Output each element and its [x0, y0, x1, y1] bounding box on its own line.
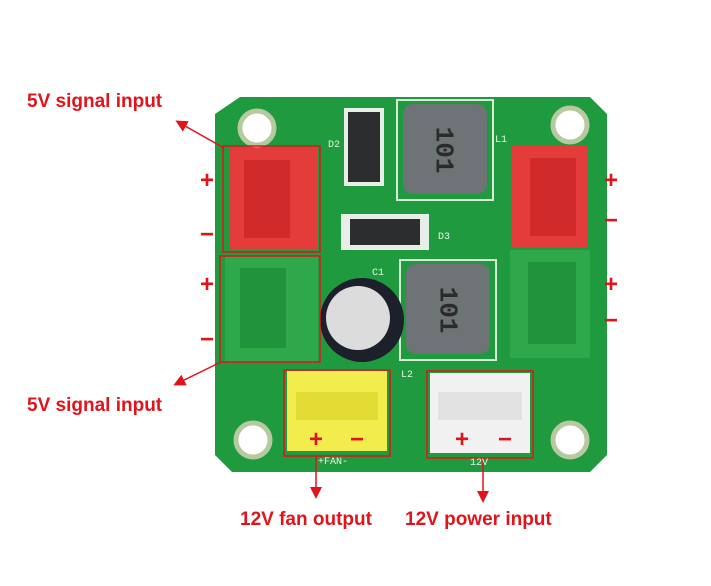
highlight-box: [283, 369, 391, 457]
highlight-box: [426, 370, 534, 459]
mount-hole: [237, 108, 277, 148]
silk-d3: D3: [438, 232, 451, 243]
label-12v-power-input: 12V power input: [405, 509, 552, 530]
silk-d2: D2: [328, 140, 341, 151]
silk-power: 12V: [470, 458, 489, 469]
silk-l1: L1: [495, 135, 508, 146]
inductor-l2: [406, 264, 490, 354]
minus-marker: −: [199, 326, 215, 353]
plus-marker: +: [199, 167, 215, 194]
mount-hole: [233, 420, 273, 460]
plus-marker: +: [603, 271, 619, 298]
arrow: [175, 120, 225, 149]
minus-marker: −: [349, 426, 365, 453]
plus-marker: +: [454, 426, 470, 453]
minus-marker: −: [199, 221, 215, 248]
silk-fan: +FAN-: [318, 457, 349, 468]
label-5v-signal-input-top: 5V signal input: [27, 91, 163, 112]
plus-marker: +: [308, 426, 324, 453]
inductor-marking: 101: [432, 286, 463, 334]
silk-l2: L2: [401, 370, 414, 381]
inductor-marking: 101: [428, 126, 459, 174]
label-12v-fan-output: 12V fan output: [240, 509, 372, 530]
highlight-box: [222, 145, 321, 253]
plus-marker: +: [199, 271, 215, 298]
arrow: [173, 361, 222, 386]
label-5v-signal-input-bottom: 5V signal input: [27, 395, 163, 416]
inductor-l1: [403, 104, 487, 194]
highlight-box: [219, 255, 321, 363]
minus-marker: −: [603, 207, 619, 234]
mount-hole: [550, 420, 590, 460]
silk-c1: C1: [372, 268, 385, 279]
mount-hole: [550, 105, 590, 145]
minus-marker: −: [497, 426, 513, 453]
minus-marker: −: [603, 307, 619, 334]
plus-marker: +: [603, 167, 619, 194]
